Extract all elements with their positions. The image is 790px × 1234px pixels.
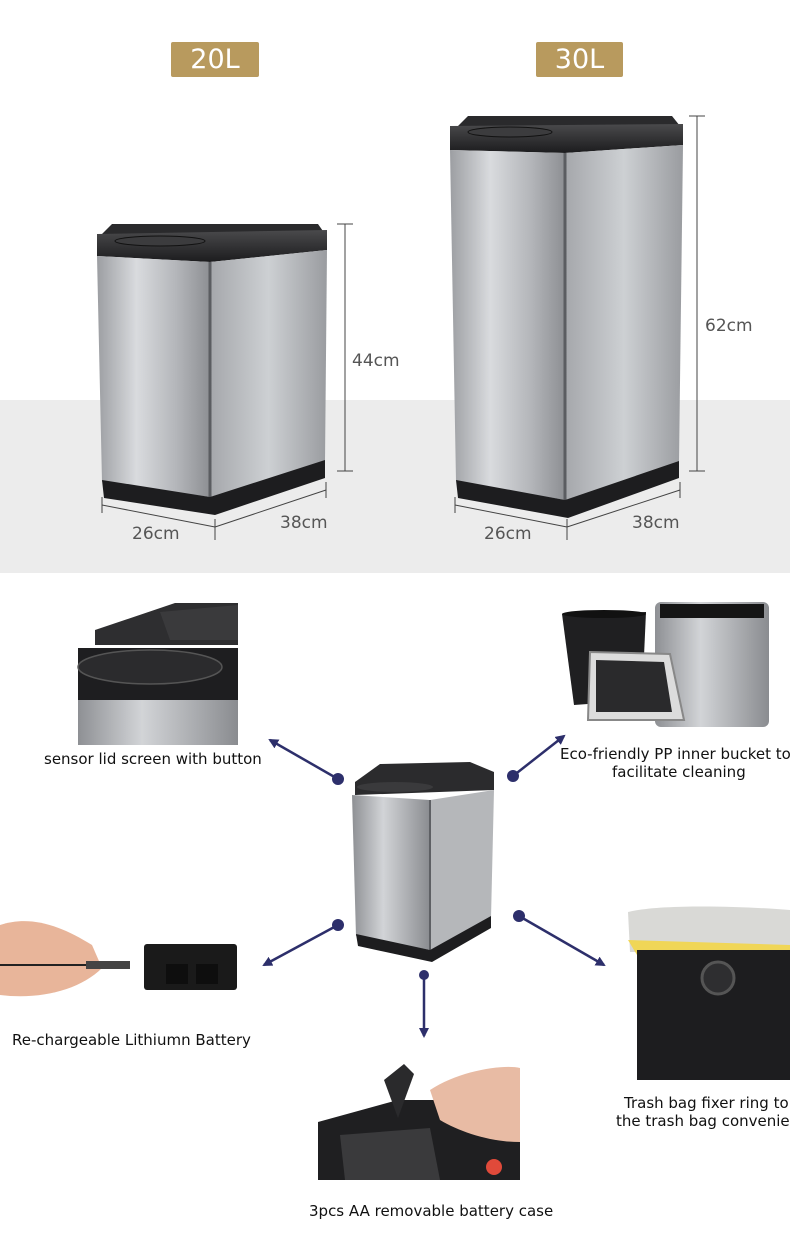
bin-30l-image <box>450 116 683 518</box>
rechargeable-battery-image <box>0 921 237 997</box>
inner-bucket-label-line1: Eco-friendly PP inner bucket to <box>560 745 790 763</box>
height-label-20l: 44cm <box>352 351 400 371</box>
central-bin-image <box>352 762 494 962</box>
depth-label-20l: 38cm <box>280 513 328 533</box>
sensor-lid-closeup-image <box>76 600 238 745</box>
inner-bucket-image <box>562 602 769 727</box>
trash-bag-ring-label-line2: the trash bag convenie <box>616 1112 790 1130</box>
sensor-lid-label: sensor lid screen with button <box>44 750 262 768</box>
feature-arrows <box>262 734 606 1038</box>
inner-bucket-label-line2: facilitate cleaning <box>612 763 746 781</box>
size-illustration <box>97 115 705 540</box>
width-label-20l: 26cm <box>132 524 180 544</box>
width-label-30l: 26cm <box>484 524 532 544</box>
battery-case-image <box>318 1064 520 1180</box>
trash-bag-ring-label: Trash bag fixer ring to the trash bag co… <box>616 1094 790 1130</box>
height-label-30l: 62cm <box>705 316 753 336</box>
rechargeable-battery-label: Re-chargeable Lithiumn Battery <box>12 1031 251 1049</box>
bin-30l-dimension-lines <box>454 115 705 540</box>
inner-bucket-label: Eco-friendly PP inner bucket to facilita… <box>560 745 790 781</box>
bin-20l-dimension-lines <box>101 223 353 540</box>
capacity-badge-20l: 20L <box>171 42 259 77</box>
trash-bag-ring-image <box>628 906 790 1080</box>
depth-label-30l: 38cm <box>632 513 680 533</box>
bin-20l-image <box>97 224 327 515</box>
size-comparison-section: 20L 30L 44cm 26cm 38cm 62cm 26cm 38cm <box>0 0 790 573</box>
trash-bag-ring-label-line1: Trash bag fixer ring to <box>624 1094 789 1112</box>
capacity-badge-30l: 30L <box>536 42 623 77</box>
battery-case-label: 3pcs AA removable battery case <box>309 1202 554 1220</box>
